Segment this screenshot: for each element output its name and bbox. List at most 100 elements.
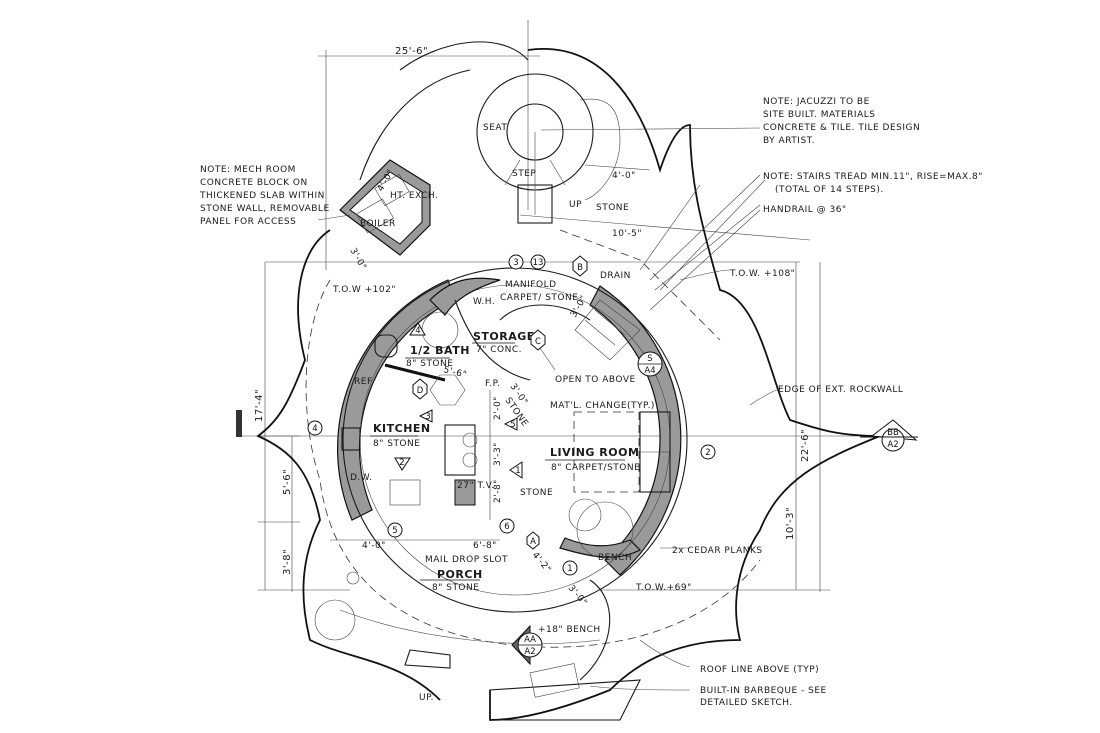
- rockwall-outline: [256, 41, 881, 721]
- room-living-name: LIVING ROOM: [550, 446, 639, 459]
- jacuzzi: [476, 73, 761, 224]
- note-mech-line: NOTE: MECH ROOM: [200, 165, 296, 175]
- note-bbq: BUILT-IN BARBEQUE - SEE DETAILED SKETCH.: [700, 686, 826, 708]
- grid-tags: 1 2 3 4 5 6 13: [307, 254, 716, 576]
- label-open-above: OPEN TO ABOVE: [555, 375, 636, 385]
- svg-text:D: D: [417, 386, 424, 396]
- svg-text:A: A: [530, 537, 536, 547]
- svg-text:C: C: [535, 337, 541, 347]
- label-up-top: UP: [569, 200, 582, 210]
- svg-text:A4: A4: [644, 366, 655, 376]
- hex-tag-b: B: [572, 255, 588, 277]
- room-kitchen-name: KITCHEN: [373, 422, 431, 435]
- note-jacuzzi-line: SITE BUILT. MATERIALS: [763, 110, 875, 120]
- svg-text:2: 2: [705, 448, 710, 458]
- dim-stair-width: 10'-5": [612, 229, 642, 239]
- dim-porch-b: 6'-8": [473, 541, 497, 551]
- note-stairs-line: (TOTAL OF 14 STEPS).: [775, 185, 884, 195]
- section-marker-aa: AA A2: [511, 624, 543, 666]
- mech-room: [339, 159, 431, 256]
- leader-lines: [317, 179, 783, 691]
- note-mech-line: THICKENED SLAB WITHIN: [199, 191, 325, 201]
- label-fireplace: F.P.: [485, 379, 500, 389]
- hex-tags: A B C D: [412, 255, 588, 550]
- grid-tag-1: 1: [562, 560, 578, 576]
- room-porch: PORCH 8" STONE: [420, 568, 483, 593]
- triangle-tag-5: 5: [503, 417, 518, 431]
- note-mech-line: CONCRETE BLOCK ON: [200, 178, 308, 188]
- dim-porch-a: 4'-0": [362, 541, 386, 551]
- svg-text:3: 3: [513, 258, 518, 268]
- triangle-tag-3: 3: [418, 409, 433, 423]
- svg-text:AA: AA: [524, 635, 536, 645]
- label-carpet-stone: CARPET/ STONE: [500, 293, 578, 303]
- svg-text:S: S: [647, 354, 652, 364]
- dim-left-mid: 5'-6": [282, 469, 293, 495]
- dim-left-total: 17'-4": [254, 389, 265, 422]
- room-porch-name: PORCH: [437, 568, 483, 581]
- label-ref: REF: [354, 377, 373, 387]
- dim-overall-width: 25'-6": [395, 46, 428, 57]
- label-cedar-planks: 2x CEDAR PLANKS: [672, 546, 763, 556]
- triangle-tags: 1 2 3 4 5: [394, 322, 523, 479]
- stairs: [574, 174, 761, 361]
- svg-text:4: 4: [312, 424, 317, 434]
- svg-text:13: 13: [533, 258, 544, 268]
- section-marker-s: S A4: [637, 351, 663, 377]
- note-mech-line: STONE WALL, REMOVABLE: [200, 204, 330, 214]
- label-rockwall: EDGE OF EXT. ROCKWALL: [778, 385, 903, 395]
- note-roof-line: ROOF LINE ABOVE (TYP): [700, 665, 819, 675]
- hex-tag-d: D: [412, 378, 428, 400]
- svg-text:2: 2: [399, 458, 404, 468]
- label-tow-69: T.O.W.+69": [635, 583, 692, 593]
- grid-tag-3: 3: [508, 254, 524, 270]
- svg-text:1: 1: [515, 466, 520, 476]
- room-bath-finish: 8" STONE: [406, 359, 453, 369]
- note-jacuzzi-line: NOTE: JACUZZI TO BE: [763, 97, 870, 107]
- svg-text:B: B: [577, 263, 583, 273]
- label-tv: 27" T.V.: [457, 481, 495, 491]
- room-kitchen-finish: 8" STONE: [373, 439, 420, 449]
- room-storage: STORAGE 7" CONC.: [472, 330, 534, 355]
- note-stairs-line: NOTE: STAIRS TREAD MIN.11", RISE=MAX.8": [763, 172, 983, 182]
- room-kitchen: KITCHEN 8" STONE: [370, 422, 431, 449]
- dim-hall-b: 3'-3": [493, 442, 503, 466]
- hex-tag-c: C: [530, 329, 546, 351]
- dimension-lines: [240, 20, 880, 592]
- room-living: LIVING ROOM 8" CARPET/STONE: [545, 446, 640, 473]
- triangle-tag-4: 4: [409, 322, 426, 336]
- label-dw: D.W.: [350, 473, 373, 483]
- svg-text:A2: A2: [524, 647, 535, 657]
- svg-text:5: 5: [392, 526, 397, 536]
- room-storage-finish: 7" CONC.: [476, 345, 522, 355]
- dim-entry: 3'-0": [566, 584, 589, 609]
- svg-text:1: 1: [567, 564, 572, 574]
- note-stairs: NOTE: STAIRS TREAD MIN.11", RISE=MAX.8" …: [763, 172, 983, 195]
- grid-tag-4: 4: [307, 420, 323, 436]
- section-arrow-left: [236, 410, 242, 437]
- label-18-bench: +18" BENCH: [538, 625, 601, 635]
- note-mech-room: NOTE: MECH ROOM CONCRETE BLOCK ON THICKE…: [199, 165, 330, 227]
- dim-overall-depth: 22'-6": [800, 429, 811, 462]
- section-marker-bb: BB A2: [860, 419, 918, 452]
- label-up-bottom: UP.: [419, 693, 434, 703]
- room-bath: 1/2 BATH 8" STONE: [405, 344, 469, 369]
- label-tow-102: T.O.W +102": [332, 285, 396, 295]
- label-tow-108: T.O.W. +108": [729, 269, 795, 279]
- label-mail-slot: MAIL DROP SLOT: [425, 555, 508, 565]
- note-jacuzzi-line: CONCRETE & TILE. TILE DESIGN: [763, 123, 920, 133]
- grid-tag-2: 2: [700, 444, 716, 460]
- dim-left-low: 3'-8": [282, 549, 293, 575]
- note-jacuzzi-line: BY ARTIST.: [763, 136, 815, 146]
- label-ht-exch: HT. EXCH.: [390, 191, 438, 201]
- svg-text:A2: A2: [887, 440, 898, 450]
- label-boiler: BOILER: [360, 219, 396, 229]
- hex-tag-a: A: [526, 531, 540, 550]
- note-mech-line: PANEL FOR ACCESS: [200, 217, 296, 227]
- note-bbq-line: DETAILED SKETCH.: [700, 698, 793, 708]
- dim-mech-width: 3'-0": [347, 247, 368, 273]
- grid-tag-13: 13: [530, 254, 546, 270]
- label-step: STEP: [512, 169, 536, 179]
- grid-tag-5: 5: [387, 522, 403, 538]
- room-porch-finish: 8" STONE: [432, 583, 479, 593]
